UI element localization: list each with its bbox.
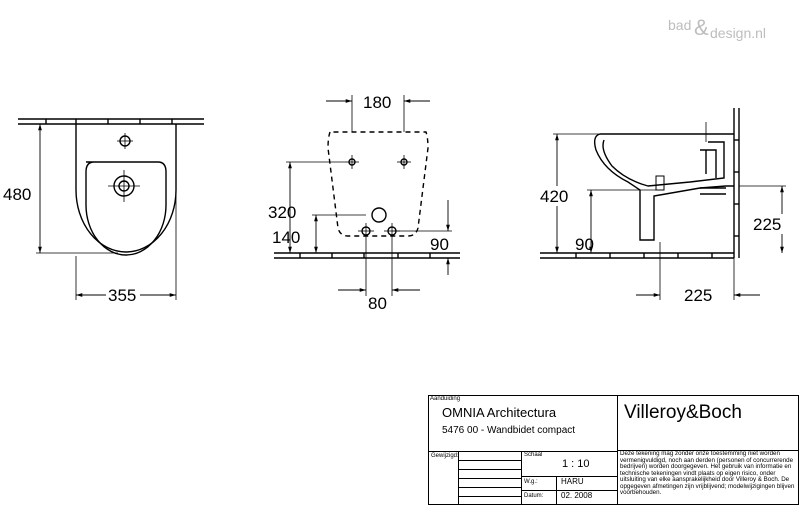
dim-side-outlet: 90 [575, 235, 594, 254]
dim-side-depth: 225 [684, 286, 712, 305]
wg-value: HARU [561, 477, 584, 486]
dim-front-spacing: 80 [368, 294, 387, 313]
wg-label: W.g.: [524, 479, 538, 485]
dim-front-inlet: 140 [272, 228, 300, 247]
title-divider [458, 478, 521, 479]
title-divider [458, 487, 521, 488]
watermark: bad & design.nl [668, 15, 766, 41]
title-divider [458, 460, 521, 461]
title-divider [617, 450, 799, 451]
watermark-part2: design.nl [710, 25, 766, 41]
brand-logo: Villeroy&Boch [624, 402, 742, 423]
title-divider [521, 490, 617, 491]
title-divider [521, 451, 522, 505]
schaal-label: Schaal [524, 452, 543, 458]
datum-label: Datum: [524, 493, 544, 499]
dim-left-width: 355 [108, 286, 136, 305]
watermark-part1: bad [668, 17, 691, 33]
product-code: 5476 00 - Wandbidet compact [442, 425, 576, 436]
dim-front-height: 320 [268, 203, 296, 222]
top-view [18, 118, 204, 300]
gewijzigd-label: Gewijzigd: [431, 453, 459, 459]
dim-side-height: 420 [540, 187, 568, 206]
front-view [274, 95, 460, 296]
dim-side-inlet: 225 [753, 215, 781, 234]
dim-left-height: 480 [3, 185, 31, 204]
disclaimer-text: Deze tekening mag zonder onze toestemmin… [620, 450, 795, 496]
watermark-amp: & [694, 15, 709, 40]
title-divider [458, 496, 521, 497]
datum-value: 02. 2008 [561, 491, 593, 500]
scale-value: 1 : 10 [562, 458, 590, 470]
title-divider [521, 476, 617, 477]
title-divider [428, 451, 618, 452]
product-name: OMNIA Architectura [442, 405, 557, 420]
side-view [540, 108, 786, 300]
dim-front-width: 180 [363, 93, 391, 112]
title-divider [458, 469, 521, 470]
aanduiding-label: Aanduiding [430, 396, 461, 402]
dim-front-bottom: 90 [430, 235, 449, 254]
